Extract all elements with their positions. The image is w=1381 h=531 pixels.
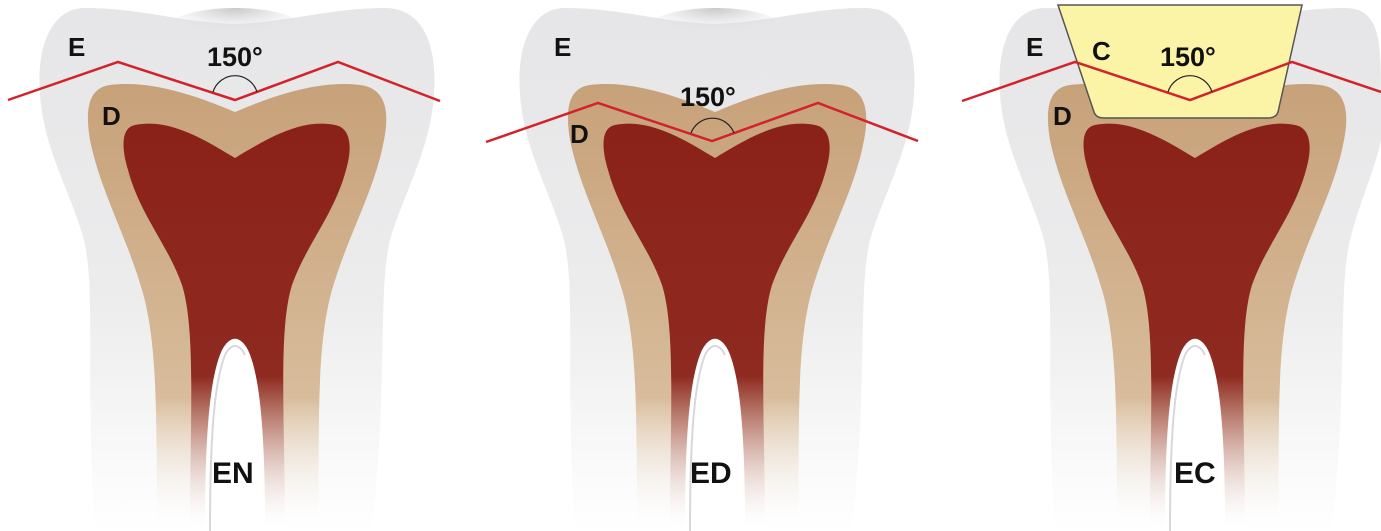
dentin-label: D [1053,101,1072,131]
dentin-label: D [570,119,589,149]
tooth-en: 150° E D EN [8,8,440,531]
caption: EN [212,457,254,490]
enamel-label: E [68,32,85,62]
composite-label: C [1092,36,1111,66]
caption: ED [690,457,732,490]
angle-label: 150° [1160,42,1216,72]
caption: EC [1174,457,1216,490]
cusp-shading [645,8,785,52]
angle-label: 150° [207,42,263,72]
enamel-label: E [554,32,571,62]
tooth-ed: 150° E D ED [486,8,918,531]
enamel-label: E [1026,32,1043,62]
dentin-label: D [102,101,121,131]
tooth-ec: 150° E C D EC [962,5,1381,531]
angle-label: 150° [680,82,736,112]
